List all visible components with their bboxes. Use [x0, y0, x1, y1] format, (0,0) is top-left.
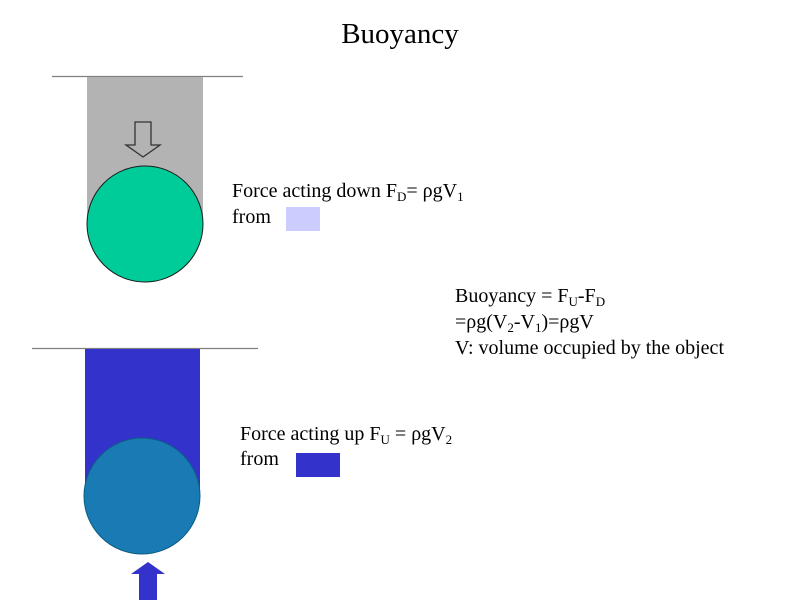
force-up-label: Force acting up FU = ρgV2: [240, 421, 452, 447]
volume-definition: V: volume occupied by the object: [455, 337, 724, 359]
page-title: Buoyancy: [341, 18, 459, 50]
arrow-up-filled-icon: [131, 562, 165, 600]
eq1-part-b: -F: [577, 285, 596, 307]
eq2-sub-2: 2: [507, 320, 514, 335]
light-swatch: [286, 207, 320, 231]
force-up-sub-u: U: [380, 432, 390, 447]
eq2-part-a: =ρg(V: [455, 311, 508, 333]
bottom-sphere: [83, 437, 201, 555]
from-label-bottom: from: [240, 448, 279, 470]
eq2-part-b: -V: [513, 311, 535, 333]
force-down-sub-1: 1: [457, 189, 464, 204]
force-up-prefix: Force acting up F: [240, 423, 381, 445]
force-up-mid: = ρgV: [389, 423, 446, 445]
force-down-mid: = ρgV: [406, 180, 458, 202]
buoyancy-equation-line-1: Buoyancy = FU-FD: [455, 283, 605, 309]
force-down-prefix: Force acting down F: [232, 180, 397, 202]
force-up-sub-2: 2: [445, 432, 453, 447]
eq1-sub-d: D: [595, 294, 606, 309]
arrow-down-outline-icon: [123, 121, 163, 158]
eq2-part-c: )=ρgV: [541, 311, 594, 333]
from-label-top: from: [232, 206, 271, 228]
force-down-label: Force acting down FD= ρgV1: [232, 178, 464, 204]
eq1-sub-u: U: [568, 294, 578, 309]
dark-swatch: [296, 453, 340, 477]
force-down-sub-d: D: [396, 189, 407, 204]
buoyancy-equation-line-2: =ρg(V2-V1)=ρgV: [455, 309, 594, 335]
eq1-part-a: Buoyancy = F: [455, 285, 569, 307]
eq2-sub-1: 1: [534, 320, 542, 335]
top-sphere: [86, 165, 204, 283]
